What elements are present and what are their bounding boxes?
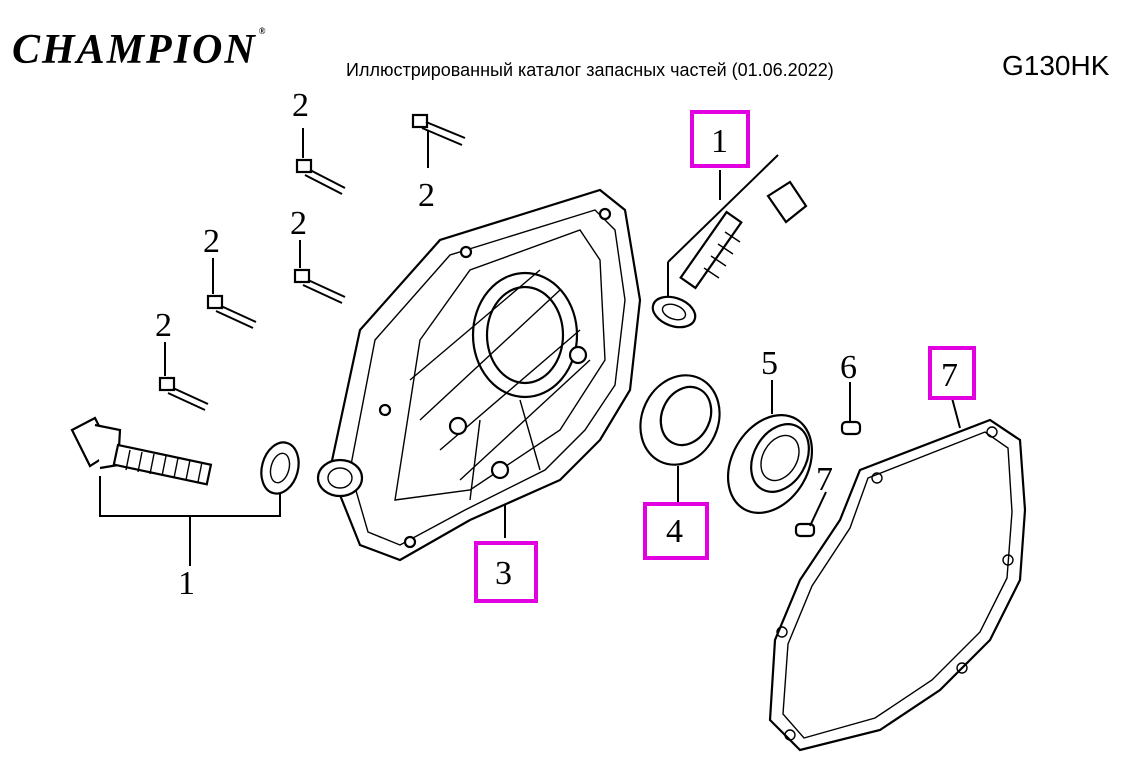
oil-seal-ring-left[interactable] [256,438,304,498]
crankcase-cover[interactable] [316,188,642,562]
highlight-box-oil-plug-top [690,110,750,168]
champion-logo: CHAMPION® [12,26,267,74]
seal-ring-right[interactable] [649,291,700,332]
bolt-b[interactable] [411,113,466,146]
pin[interactable] [840,420,862,436]
model-number: G130HK [1002,50,1110,81]
brand-name: CHAMPION [12,27,257,73]
callout-bearing: 5 [761,345,778,382]
registered-mark: ® [258,26,268,36]
callout-dowel: 7 [816,461,833,498]
bolt-e[interactable] [158,376,209,411]
ball-bearing[interactable] [711,400,829,528]
callout-oil-plug-top: 1 [711,123,728,160]
highlight-box-crankcase-cover [474,541,538,603]
bolt-c[interactable] [293,268,346,304]
callout-bolt-d: 2 [203,223,220,260]
callout-gasket: 7 [941,357,958,394]
callout-bolt-c: 2 [290,205,307,242]
callout-bolt-e: 2 [155,307,172,344]
highlight-box-oil-seal [643,502,709,560]
callout-oil-seal: 4 [666,513,683,550]
oil-plug-right[interactable] [679,180,808,290]
leader-lines [99,128,961,566]
oil-seal[interactable] [626,362,734,477]
oil-plug-left[interactable] [70,416,213,486]
dowel-pin[interactable] [794,522,816,538]
callout-bolt-a: 2 [292,87,309,124]
callout-bolt-b: 2 [418,177,435,214]
catalog-title: Иллюстрированный каталог запасных частей… [346,60,834,80]
callout-pin: 6 [840,349,857,386]
gasket[interactable] [768,418,1027,752]
callout-crankcase-cover: 3 [495,555,512,592]
callout-oil-plug-left: 1 [178,565,195,602]
bolt-a[interactable] [295,158,346,195]
bolt-d[interactable] [206,294,257,329]
highlight-box-gasket [928,346,976,400]
